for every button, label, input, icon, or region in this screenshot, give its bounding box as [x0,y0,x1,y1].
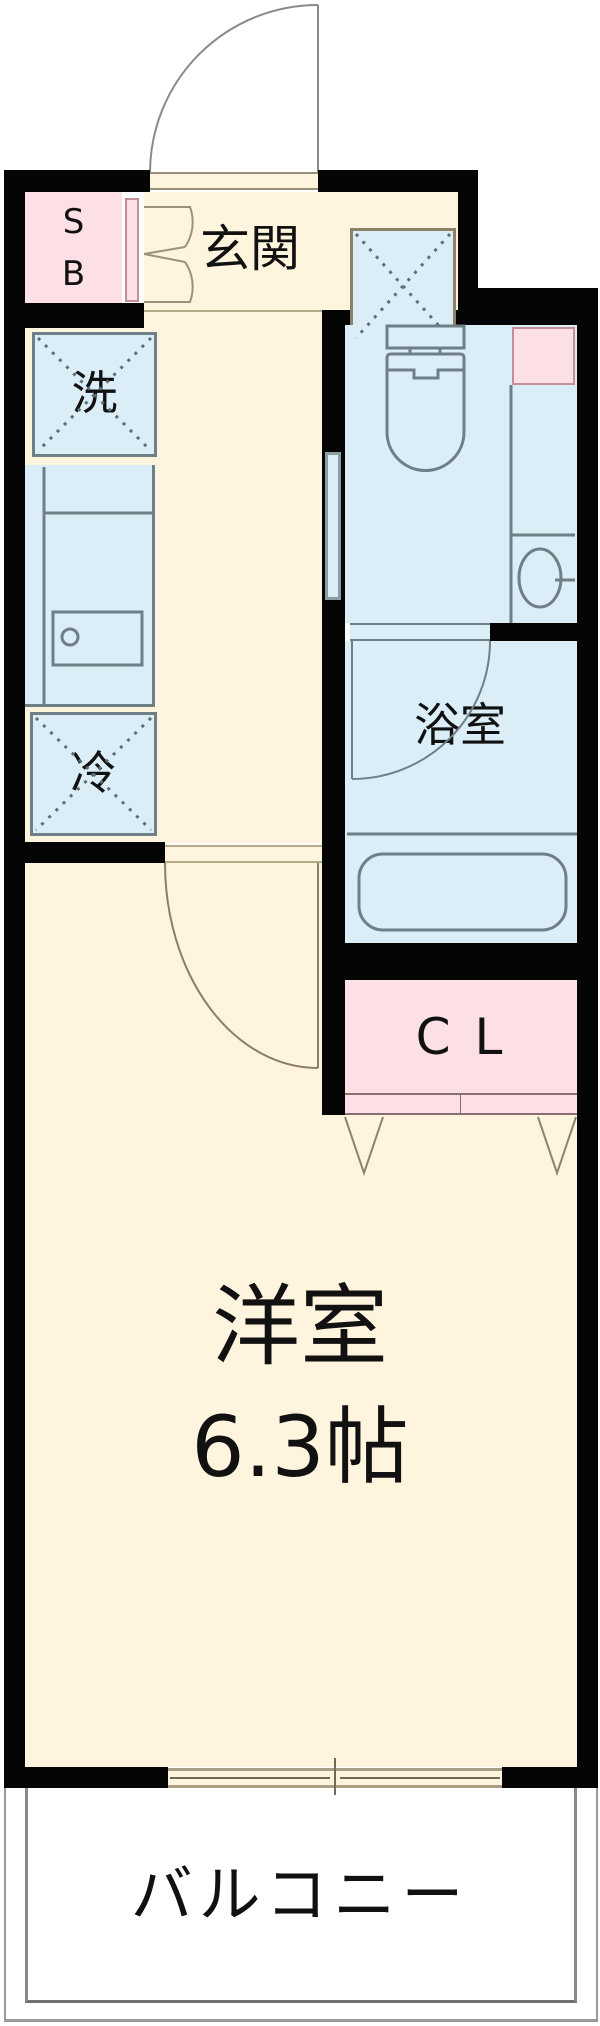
western-room-floor [25,863,322,1115]
balcony-outer [4,1788,598,2022]
balcony-inner [25,1788,577,2003]
shoe-box [25,192,122,303]
wall-bath-closet [322,943,598,980]
washer-label: 洗 [71,366,118,420]
wall-entrance-right [458,170,478,310]
bath-door-track [350,623,490,641]
entrance-step [144,310,322,330]
wall-bottom-right [502,1767,598,1788]
shoe-box-label-b: B [61,254,86,294]
wall-sb-divider [25,303,144,328]
closet-door-right [461,1095,577,1115]
wall-room-divider [25,842,165,863]
entrance-label: 玄関 [200,220,300,278]
toilet-storage [512,327,575,385]
kitchen-counter [25,465,155,707]
closet-label: C L [415,1008,507,1066]
shoe-box-label-s: S [62,202,85,242]
wall-right-outer [577,288,598,1788]
entrance-threshold [150,172,318,190]
closet-door-left [345,1095,461,1115]
wall-bottom-left [4,1767,168,1788]
wall-entrance-top-left [4,170,150,192]
fridge-label: 冷 [70,746,117,800]
shoe-box-door [125,198,139,302]
bath-label: 浴室 [414,698,506,752]
wall-left-outer [4,170,25,1788]
western-room-floor-main [25,1115,577,1767]
closet [345,980,577,1095]
wall-entrance-top-right [318,170,478,192]
sliding-window[interactable] [168,1768,502,1788]
western-room-label: 洋室 [211,1275,388,1378]
wall-toilet-bath [490,623,577,641]
wall-core-left [322,310,345,1115]
entrance-door-swing [149,4,319,173]
balcony-label: バルコニー [130,1858,470,1931]
room-door-threshold [165,845,322,863]
western-room-size: 6.3帖 [191,1398,409,1496]
toilet-sliding-door [325,452,341,600]
bathroom [345,641,577,943]
